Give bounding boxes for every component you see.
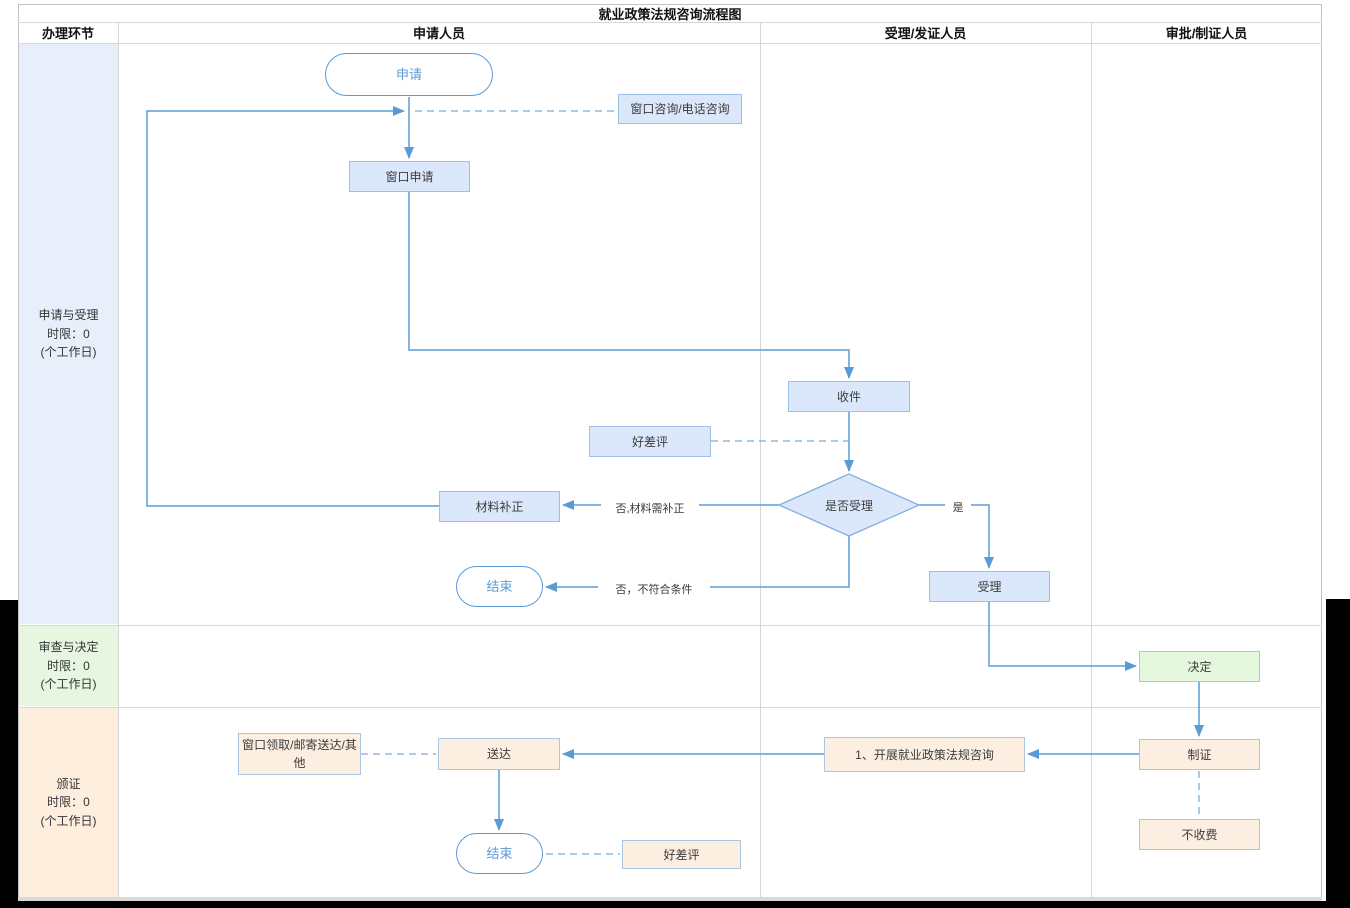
screen-margin-right bbox=[1326, 599, 1350, 908]
review-bottom-node: 好差评 bbox=[622, 840, 741, 869]
screen-margin-bottom bbox=[0, 901, 1350, 908]
carry-out-node: 1、开展就业政策法规咨询 bbox=[824, 737, 1025, 772]
grid-hline-lane1 bbox=[18, 625, 1322, 626]
column-header-applicant: 申请人员 bbox=[412, 26, 465, 41]
connector-accept-to-decide bbox=[988, 601, 1137, 671]
connector-decision-to-accept bbox=[919, 504, 994, 569]
grid-vline-col3 bbox=[1091, 22, 1092, 898]
consult-node: 窗口咨询/电话咨询 bbox=[618, 94, 742, 124]
grid-hline-title bbox=[18, 22, 1322, 23]
end-top-node: 结束 bbox=[456, 566, 543, 607]
connector-supplement-loop bbox=[146, 106, 439, 507]
deliver-node: 送达 bbox=[438, 738, 560, 770]
supplement-node: 材料补正 bbox=[439, 491, 560, 522]
grid-hline-header bbox=[18, 43, 1322, 44]
grid-hline-lane2 bbox=[18, 707, 1322, 708]
lane-label-issue-cert: 颁证 时限：0 (个工作日) bbox=[19, 708, 118, 897]
table-bottom-band bbox=[18, 897, 1322, 901]
column-header-process: 办理环节 bbox=[41, 26, 94, 41]
grid-vline-col2 bbox=[760, 22, 761, 898]
connector-windowapply-to-receive bbox=[408, 192, 854, 379]
receive-node: 收件 bbox=[788, 381, 910, 412]
lane-label-review-decide: 审查与决定 时限：0 (个工作日) bbox=[19, 626, 118, 706]
start-node: 申请 bbox=[325, 53, 493, 96]
edge-label-yes: 是 bbox=[945, 498, 971, 516]
decision-node-label: 是否受理 bbox=[824, 499, 873, 513]
end-bottom-node: 结束 bbox=[456, 833, 543, 874]
review-top-node: 好差评 bbox=[589, 426, 711, 457]
make-cert-node: 制证 bbox=[1139, 739, 1260, 770]
grid-vline-col1 bbox=[118, 22, 119, 898]
decide-node: 决定 bbox=[1139, 651, 1260, 682]
pickup-node: 窗口领取/邮寄送达/其他 bbox=[238, 733, 361, 775]
screen-margin-left bbox=[0, 600, 18, 908]
column-header-acceptor: 受理/发证人员 bbox=[884, 26, 967, 41]
edge-label-need-supplement: 否,材料需补正 bbox=[601, 499, 699, 517]
edge-label-not-qualified: 否，不符合条件 bbox=[598, 580, 710, 598]
page-title: 就业政策法规咨询流程图 bbox=[598, 6, 742, 22]
no-fee-node: 不收费 bbox=[1139, 819, 1260, 850]
decision-diamond bbox=[777, 473, 921, 537]
window-apply-node: 窗口申请 bbox=[349, 161, 470, 192]
column-header-approver: 审批/制证人员 bbox=[1165, 26, 1248, 41]
accept-node: 受理 bbox=[929, 571, 1050, 602]
lane-label-apply-accept: 申请与受理 时限：0 (个工作日) bbox=[19, 44, 118, 624]
